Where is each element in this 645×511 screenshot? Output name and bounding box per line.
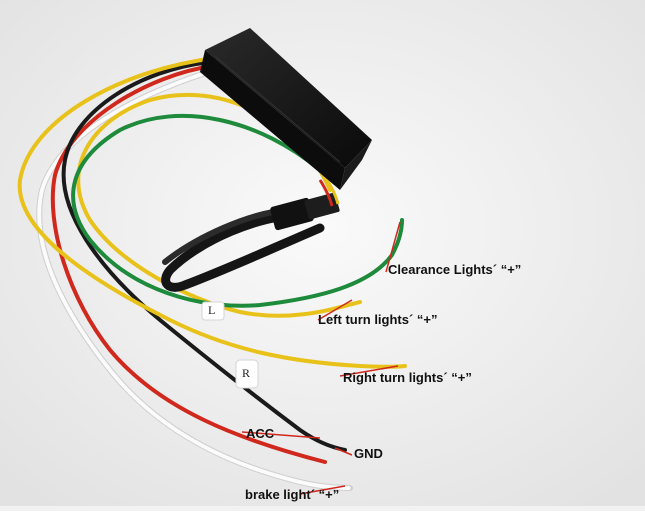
label-right-turn-lights: Right turn lights´ “+” (343, 370, 472, 385)
yellow-wire-left (76, 92, 362, 318)
pointer-lines (241, 221, 401, 495)
yellow-wire-right (17, 56, 407, 369)
plug-connector (270, 177, 340, 231)
black-wire (61, 60, 347, 452)
pigtail-loop (161, 210, 325, 292)
tag-right-sleeve (235, 359, 259, 389)
tag-left-text: L (208, 303, 216, 317)
tag-right-text: R (242, 366, 251, 380)
label-left-turn-lights: Left turn lights´ “+” (318, 312, 438, 327)
green-wire (71, 113, 404, 308)
label-brake-light: brake light´ “+” (245, 487, 340, 502)
label-acc: ACC (246, 426, 275, 441)
controller-module (200, 28, 372, 190)
tag-left-sleeve (201, 301, 225, 321)
red-wire (50, 64, 327, 464)
label-clearance-lights: Clearance Lights´ “+” (388, 262, 522, 277)
label-gnd: GND (354, 446, 383, 461)
